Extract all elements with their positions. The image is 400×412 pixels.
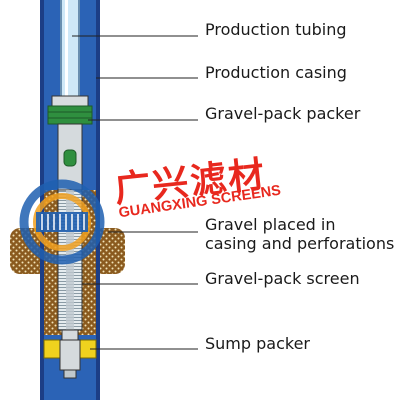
logo-screen-slots — [41, 214, 85, 230]
tubing-highlight — [65, 0, 68, 96]
guangxing-logo — [19, 179, 105, 265]
gravel-pack-packer-element — [47, 105, 93, 125]
logo-screen-band — [36, 212, 88, 232]
perforation-gravel-right — [93, 228, 125, 274]
crossover-port — [63, 149, 77, 167]
label-gravel-placed-line1: Gravel placed in — [205, 215, 336, 234]
sump-packer-left — [43, 339, 61, 359]
perforation-gravel-left — [10, 228, 48, 274]
casing-wall-left — [40, 0, 44, 400]
production-tubing — [60, 0, 80, 96]
tubing-wall-right — [78, 0, 80, 96]
tubing-wall-left — [60, 0, 62, 96]
label-gravel-pack-packer: Gravel-pack packer — [205, 104, 361, 123]
gravel-pack-packer-top — [51, 95, 89, 107]
label-production-casing: Production casing — [205, 63, 347, 82]
label-sump-packer: Sump packer — [205, 334, 310, 353]
label-gravel-pack-screen: Gravel-pack screen — [205, 269, 360, 288]
sump-packer-mandrel — [59, 339, 81, 371]
sump-packer-nose — [63, 369, 77, 379]
label-gravel-placed-line2: casing and perforations — [205, 234, 395, 253]
label-production-tubing: Production tubing — [205, 20, 347, 39]
logo-outer-ring — [19, 179, 105, 265]
